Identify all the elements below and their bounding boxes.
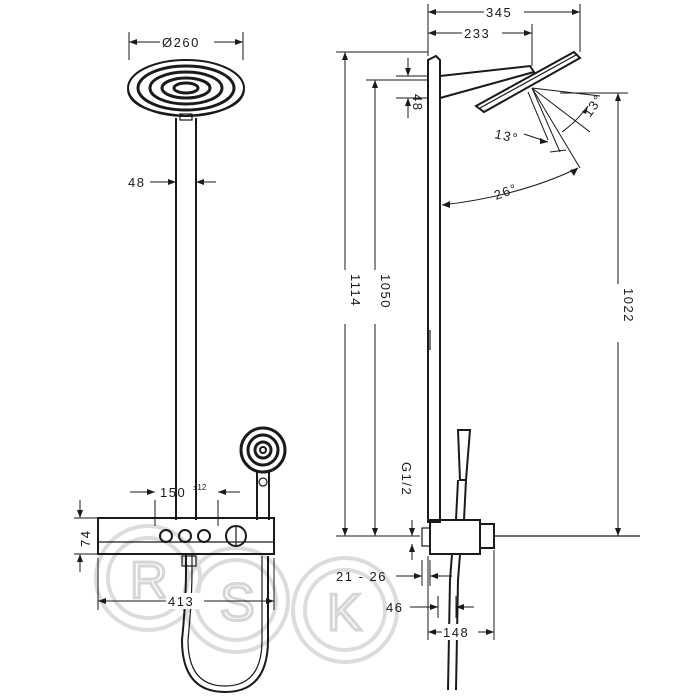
label-wall-offset: 46 xyxy=(386,600,403,615)
dim-connection-range: 21 - 26 xyxy=(336,560,452,586)
label-angle-total: 26° xyxy=(492,180,520,202)
watermark-letter-k: K xyxy=(327,584,362,642)
label-pipe-width: 48 xyxy=(128,175,145,190)
watermark-ring-k xyxy=(291,556,399,664)
label-angle-tilt-a: 13° xyxy=(580,91,606,119)
side-arm-and-head xyxy=(439,50,582,114)
dim-connection-thread: G1/2 xyxy=(399,462,415,560)
label-thermostat-width: 413 xyxy=(168,594,194,609)
label-head-diameter: Ø260 xyxy=(162,35,200,50)
label-projection-arm: 233 xyxy=(464,26,490,41)
dim-projection-total: 345 xyxy=(427,4,581,56)
front-view: Ø260 48 150 ±12 74 xyxy=(74,32,287,694)
shower-pipe xyxy=(175,118,197,520)
valve-knob-2 xyxy=(178,529,192,543)
label-angle-tilt-b: 13° xyxy=(493,126,520,146)
label-valve-spacing: 150 xyxy=(160,485,186,500)
side-hand-shower xyxy=(447,429,472,691)
dim-thermostat-width: 413 xyxy=(97,558,275,610)
dim-head-height: 1022 xyxy=(560,92,636,536)
watermark-ring-k-inner xyxy=(303,568,387,652)
valve-knob-1 xyxy=(159,529,173,543)
rsk-watermark: R S K xyxy=(94,524,399,664)
dim-total-height: 1114 xyxy=(336,51,428,537)
valve-knob-3 xyxy=(197,529,211,543)
dim-arm-offset: 48 xyxy=(396,58,428,118)
dim-projection-arm: 233 xyxy=(428,24,533,66)
dim-pipe-width: 48 xyxy=(128,175,216,190)
side-thermostat xyxy=(421,519,640,555)
dim-head-diameter: Ø260 xyxy=(128,32,244,60)
label-total-height: 1114 xyxy=(348,274,363,307)
watermark-letter-s: S xyxy=(220,574,255,632)
label-thermostat-height: 74 xyxy=(78,530,93,547)
label-connection-range: 21 - 26 xyxy=(336,569,387,584)
label-projection-total: 345 xyxy=(486,5,512,20)
dim-rail-height: 1050 xyxy=(366,79,428,536)
dim-wall-offset: 46 xyxy=(386,596,474,618)
dim-thermostat-height: 74 xyxy=(74,500,98,572)
label-valve-tolerance: ±12 xyxy=(193,483,207,492)
label-connection-thread: G1/2 xyxy=(399,462,414,496)
label-arm-offset: 48 xyxy=(410,94,425,111)
dim-thermostat-depth: 148 xyxy=(427,550,495,640)
label-rail-height: 1050 xyxy=(378,274,393,309)
side-rail xyxy=(427,54,441,523)
watermark-ring-r xyxy=(94,524,202,632)
hand-shower xyxy=(239,426,287,520)
label-head-height: 1022 xyxy=(621,288,636,323)
valve-knobs xyxy=(159,525,247,547)
dim-valve-spacing: 150 ±12 xyxy=(130,483,240,526)
overhead-shower-head xyxy=(127,59,245,121)
dim-angles: 13° 13° 26° xyxy=(441,87,606,208)
label-thermostat-depth: 148 xyxy=(443,625,469,640)
side-view: 345 233 48 1114 xyxy=(336,4,640,691)
